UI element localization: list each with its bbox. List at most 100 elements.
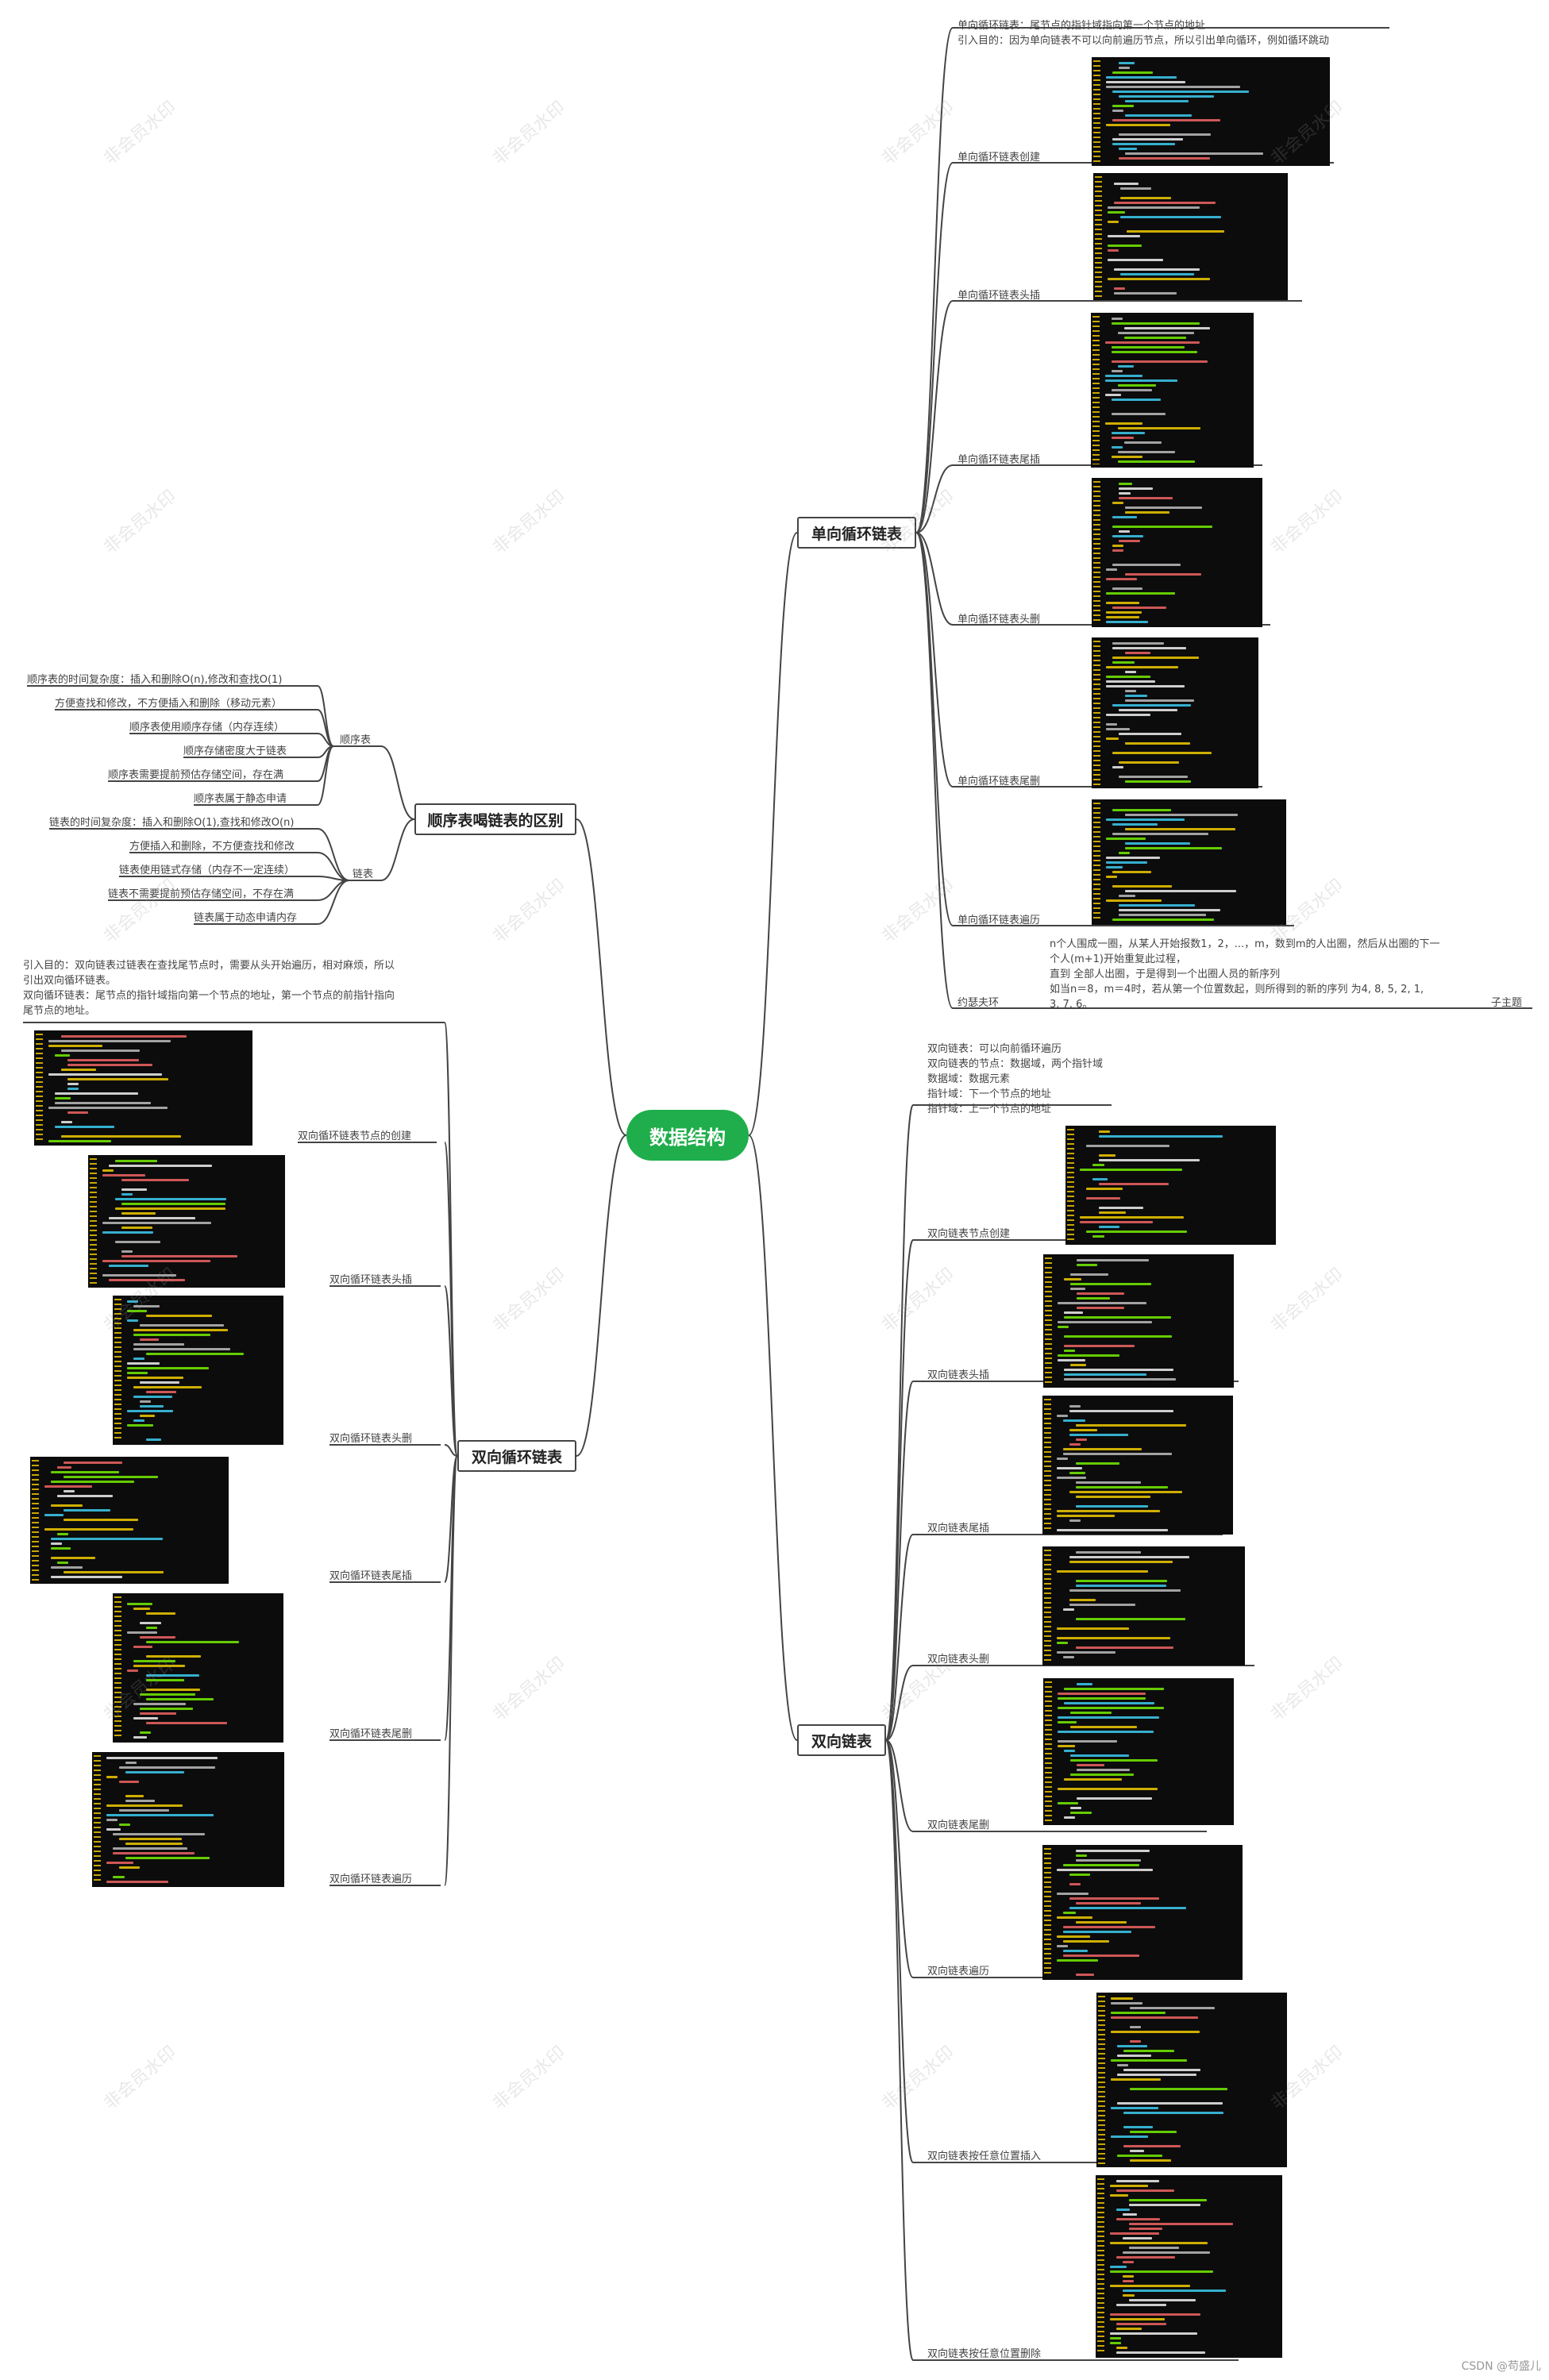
code-line (1116, 2328, 1142, 2330)
code-line (1076, 1462, 1119, 1465)
code-line (127, 1410, 173, 1412)
code-line (1129, 2223, 1233, 2225)
code-line (1127, 230, 1224, 233)
label-single-traverse[interactable]: 单向循环链表遍历 (958, 915, 1041, 926)
code-line (115, 1198, 226, 1200)
josephus-line: 如当n＝8，m＝4时，若从第一个位置数起，则所得到的新的序列 为4, 8, 5,… (1050, 984, 1424, 996)
label-d-create[interactable]: 双向链表节点创建 (927, 1228, 1011, 1240)
code-line (1076, 1854, 1087, 1857)
code-line (1123, 2069, 1200, 2071)
root-node[interactable]: 数据结构 (626, 1110, 749, 1161)
label-d-delete-at[interactable]: 双向链表按任意位置删除 (927, 2348, 1042, 2360)
code-line (106, 1757, 218, 1759)
line-numbers (94, 1755, 101, 1884)
label-dc-head-delete[interactable]: 双向循环链表头删 (329, 1433, 413, 1445)
line-numbers (1044, 1848, 1051, 1977)
label-d-tail-delete[interactable]: 双向链表尾删 (927, 1820, 990, 1831)
label-d-head-delete[interactable]: 双向链表头删 (927, 1654, 990, 1666)
branch-seq-vs-linked[interactable]: 顺序表喝链表的区别 (414, 803, 576, 835)
label-linked-list[interactable]: 链表 (353, 868, 374, 880)
code-line (1125, 114, 1192, 117)
code-line (140, 1622, 161, 1624)
code-line (1117, 2064, 1128, 2066)
code-line (1110, 2232, 1159, 2235)
code-line (61, 1035, 187, 1038)
code-snippet-image (1042, 1546, 1245, 1666)
code-line (1106, 728, 1130, 730)
code-line (1124, 327, 1210, 329)
code-line (121, 1227, 152, 1229)
code-line (1057, 1627, 1129, 1630)
connector-line (576, 818, 627, 1136)
code-line (1063, 1419, 1085, 1422)
label-dc-traverse[interactable]: 双向循环链表遍历 (329, 1874, 413, 1885)
code-line (1058, 1707, 1164, 1709)
label-josephus[interactable]: 约瑟夫环 (958, 997, 1000, 1009)
code-line (102, 1260, 210, 1262)
branch-single-circular-list[interactable]: 单向循环链表 (797, 517, 916, 549)
code-line (113, 1876, 125, 1878)
code-line (48, 1040, 171, 1042)
link-item-storage: 链表使用链式存储（内存不一定连续） (119, 865, 295, 876)
label-d-tail-insert[interactable]: 双向链表尾插 (927, 1523, 990, 1535)
branch-double-list[interactable]: 双向链表 (797, 1724, 886, 1756)
code-line (1063, 1926, 1155, 1928)
code-line (1110, 2285, 1190, 2287)
label-d-traverse[interactable]: 双向链表遍历 (927, 1966, 990, 1978)
label-dc-tail-insert[interactable]: 双向循环链表尾插 (329, 1570, 413, 1582)
code-line (1069, 1907, 1186, 1909)
label-single-head-insert[interactable]: 单向循环链表头插 (958, 290, 1041, 302)
josephus-subtopic[interactable]: 子主题 (1491, 997, 1523, 1009)
code-line (1106, 685, 1185, 687)
label-single-head-delete[interactable]: 单向循环链表头删 (958, 614, 1041, 626)
seq-item-complexity: 顺序表的时间复杂度：插入和删除O(n),修改和查找O(1) (27, 674, 283, 686)
code-line (1112, 704, 1191, 707)
label-dc-head-insert[interactable]: 双向循环链表头插 (329, 1274, 413, 1286)
code-line (1076, 1424, 1186, 1427)
code-line (146, 1438, 161, 1441)
code-line (125, 1800, 155, 1802)
code-line (1064, 1345, 1135, 1347)
code-line (1106, 76, 1177, 79)
code-line (67, 1088, 79, 1090)
label-d-insert-at[interactable]: 双向链表按任意位置插入 (927, 2151, 1042, 2162)
code-line (133, 1329, 228, 1331)
code-line (115, 1207, 225, 1210)
code-snippet-image (1096, 1993, 1287, 2167)
code-line (61, 1049, 140, 1052)
label-seq-table[interactable]: 顺序表 (340, 734, 372, 746)
code-line (1123, 2261, 1134, 2263)
code-line (1064, 1702, 1154, 1704)
connector-line (915, 532, 954, 626)
code-line (1116, 2347, 1127, 2349)
label-dc-tail-delete[interactable]: 双向循环链表尾删 (329, 1728, 413, 1740)
code-line (1119, 148, 1137, 150)
code-line (1119, 157, 1210, 160)
code-line (1119, 852, 1130, 854)
code-line (1110, 2313, 1200, 2316)
code-line (1112, 545, 1123, 547)
code-line (57, 1495, 113, 1497)
connector-line (885, 1381, 914, 1741)
code-line (146, 1689, 200, 1691)
code-line (1092, 1235, 1104, 1238)
code-line (1076, 1646, 1173, 1649)
code-line (1070, 1807, 1081, 1809)
branch-double-circular-list[interactable]: 双向循环链表 (457, 1440, 576, 1472)
code-line (1058, 1697, 1146, 1700)
connector-line (317, 880, 350, 901)
label-d-head-insert[interactable]: 双向链表头插 (927, 1369, 990, 1381)
code-line (119, 1809, 169, 1812)
code-line (1124, 441, 1162, 444)
code-line (1112, 413, 1166, 415)
code-line (1106, 866, 1123, 868)
code-line (1111, 2078, 1161, 2081)
code-line (1064, 1335, 1172, 1338)
code-line (1112, 642, 1164, 645)
code-line (1106, 592, 1175, 595)
label-single-create[interactable]: 单向循环链表创建 (958, 152, 1041, 164)
label-dc-create[interactable]: 双向循环链表节点的创建 (298, 1130, 412, 1142)
label-single-tail-delete[interactable]: 单向循环链表尾删 (958, 776, 1041, 788)
label-single-tail-insert[interactable]: 单向循环链表尾插 (958, 454, 1041, 466)
code-line (55, 1054, 70, 1057)
